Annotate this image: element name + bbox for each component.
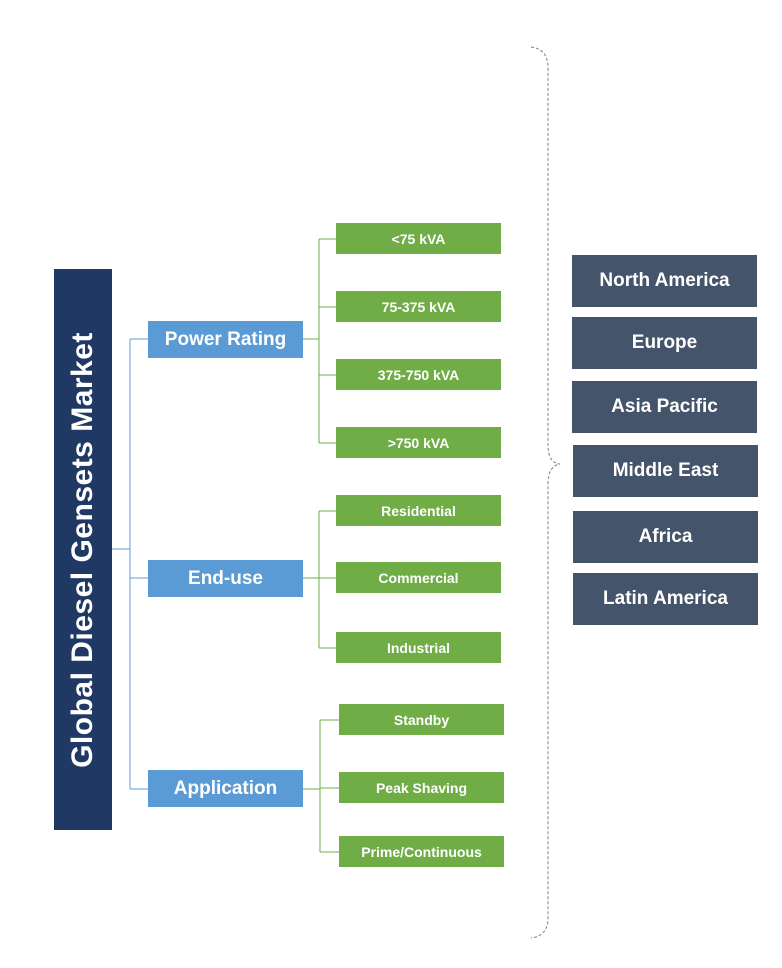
region-europe: Europe <box>572 317 757 369</box>
region-asia-pacific: Asia Pacific <box>572 381 757 433</box>
leaf-connectors <box>303 238 339 853</box>
diagram-title: Global Diesel Gensets Market <box>66 331 99 768</box>
category-power-rating: Power Rating <box>148 321 303 358</box>
leaf-prime-continuous: Prime/Continuous <box>339 836 504 867</box>
region-north-america: North America <box>572 255 757 307</box>
leaf-375-750-kva: 375-750 kVA <box>336 359 501 390</box>
category-end-use: End-use <box>148 560 303 597</box>
leaf-standby: Standby <box>339 704 504 735</box>
leaf-residential: Residential <box>336 495 501 526</box>
region-latin-america: Latin America <box>573 573 758 625</box>
region-middle-east: Middle East <box>573 445 758 497</box>
leaf-commercial: Commercial <box>336 562 501 593</box>
region-africa: Africa <box>573 511 758 563</box>
category-connectors <box>112 338 148 790</box>
region-brace <box>530 46 561 939</box>
leaf-lt-75-kva: <75 kVA <box>336 223 501 254</box>
leaf-gt-750-kva: >750 kVA <box>336 427 501 458</box>
leaf-peak-shaving: Peak Shaving <box>339 772 504 803</box>
category-application: Application <box>148 770 303 807</box>
leaf-75-375-kva: 75-375 kVA <box>336 291 501 322</box>
root-node: Global Diesel Gensets Market <box>54 269 112 830</box>
leaf-industrial: Industrial <box>336 632 501 663</box>
